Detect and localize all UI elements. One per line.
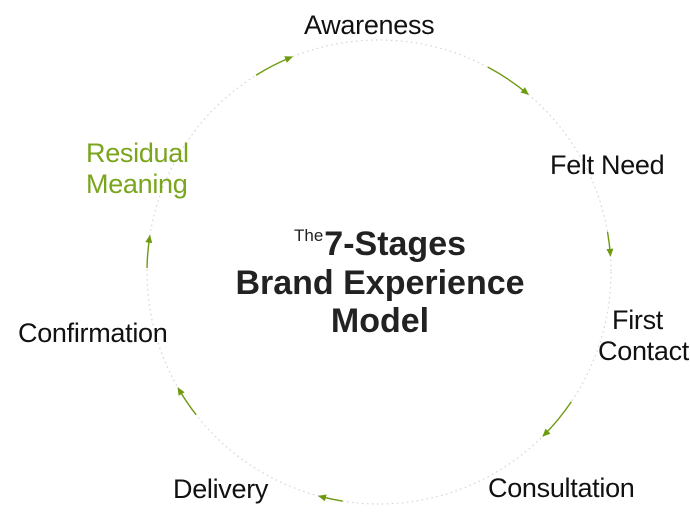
diagram-title-prefix: The — [293, 226, 324, 245]
stage-first-contact: First Contact — [577, 305, 689, 367]
stage-first-contact-label-2: Contact — [598, 336, 689, 366]
diagram-title-line-3: Model — [330, 302, 430, 340]
stage-first-contact-label-1: First — [612, 305, 663, 335]
stage-felt-need-label: Felt Need — [550, 150, 665, 180]
diagram-title: The7-Stages Brand Experience Model — [190, 216, 570, 340]
stage-residual-meaning: Residual Meaning — [86, 138, 189, 200]
stage-delivery-label: Delivery — [173, 474, 269, 504]
flow-arrowhead-1 — [520, 87, 529, 95]
flow-arrowhead-5 — [177, 387, 185, 396]
stage-consultation: Consultation — [488, 473, 635, 504]
stage-felt-need: Felt Need — [550, 150, 665, 181]
stage-residual-meaning-label-1: Residual — [86, 138, 189, 168]
stage-residual-meaning-label-2: Meaning — [86, 169, 188, 199]
flow-arrowhead-3 — [542, 428, 551, 437]
stage-awareness-label: Awareness — [304, 10, 435, 40]
diagram-title-row-1: The7-Stages — [190, 216, 570, 264]
flow-arrow-1 — [487, 66, 529, 95]
stage-delivery: Delivery — [173, 474, 268, 505]
diagram-title-line-2: Brand Experience — [235, 264, 525, 302]
flow-arrowhead-2 — [606, 248, 614, 257]
stage-awareness: Awareness — [304, 10, 435, 41]
diagram-title-line-1: 7-Stages — [324, 225, 467, 263]
stage-confirmation: Confirmation — [18, 318, 168, 349]
dotted-circle — [146, 39, 612, 505]
flow-arrowhead-4 — [317, 494, 327, 502]
flow-arrowhead-6 — [145, 234, 153, 244]
stage-consultation-label: Consultation — [488, 473, 635, 503]
stage-confirmation-label: Confirmation — [18, 318, 168, 348]
flow-arrowhead-7 — [284, 56, 294, 63]
